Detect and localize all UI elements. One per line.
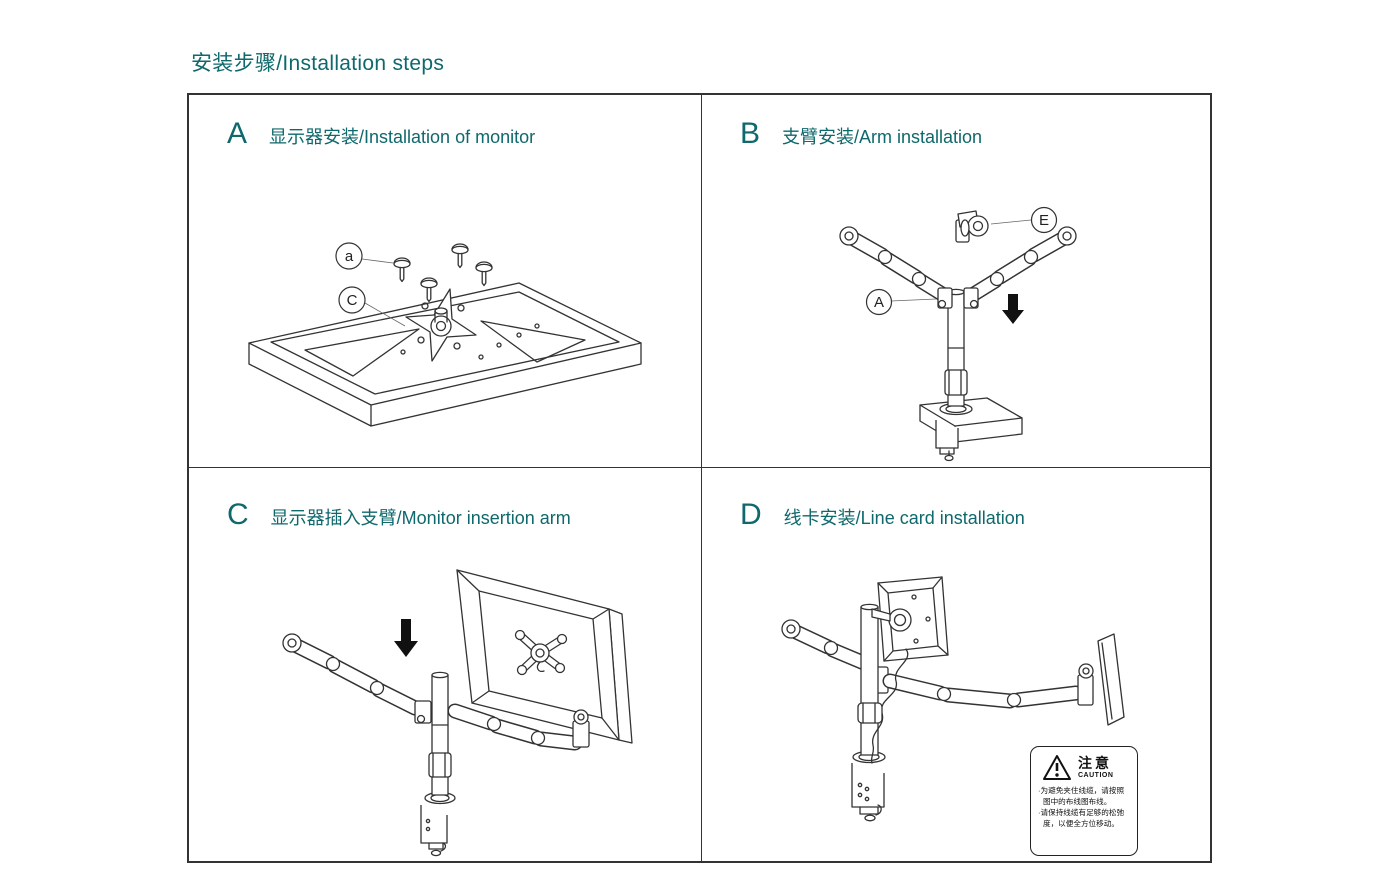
desk-clamp	[851, 763, 885, 822]
caution-bullet-1: ·为避免夹住线缆，请按照图中的布线图布线。	[1038, 786, 1125, 806]
center-monitor	[877, 576, 949, 662]
thumbscrew	[393, 257, 411, 283]
thumbscrew	[420, 277, 438, 303]
page-title: 安装步骤/Installation steps	[191, 52, 445, 75]
part-label-a: a	[345, 248, 354, 265]
panel-a: A 显示器安装/Installation of monitor	[189, 95, 702, 468]
left-arm	[839, 226, 953, 309]
desk-clamp	[420, 805, 448, 857]
part-label-arm: A	[874, 294, 884, 311]
part-label-arm-circle	[865, 288, 893, 316]
panel-a-illustration-monitor-back: a C	[248, 242, 642, 427]
panel-b-title: 支臂安装/Arm installation	[782, 127, 983, 147]
monitor-back	[456, 569, 633, 744]
panel-c-title: 显示器插入支臂/Monitor insertion arm	[270, 508, 571, 528]
panel-d: D 线卡安装/Line card installation	[702, 468, 1210, 861]
panel-b-illustration-arm-install: A E	[839, 206, 1077, 462]
panel-b-letter: B	[740, 117, 761, 150]
monitor-head	[955, 210, 989, 243]
right-arm	[963, 226, 1077, 309]
part-label-c: C	[347, 292, 358, 309]
part-label-head-circle	[1030, 206, 1058, 234]
panel-c-header: C 显示器插入支臂/Monitor insertion arm	[227, 498, 571, 532]
caution-bullet-2: ·请保持线缆有足够的松弛度，以便全方位移动。	[1038, 808, 1125, 828]
panel-c-letter: C	[227, 498, 249, 531]
panel-b-header: B 支臂安装/Arm installation	[740, 117, 982, 151]
side-monitor	[1097, 633, 1125, 726]
right-arm	[873, 663, 1094, 709]
panel-d-header: D 线卡安装/Line card installation	[740, 498, 1025, 532]
part-label-a-circle	[335, 242, 363, 270]
steps-grid: A 显示器安装/Installation of monitor	[187, 93, 1212, 863]
panel-d-illustration-cable-routing	[781, 576, 1125, 822]
panel-a-header: A 显示器安装/Installation of monitor	[227, 117, 535, 151]
caution-header: 注意 CAUTION	[1042, 754, 1131, 781]
thumbscrew	[451, 243, 469, 269]
panel-d-title: 线卡安装/Line card installation	[783, 508, 1025, 528]
panel-c-illustration-monitor-insertion	[282, 569, 633, 857]
part-label-c-circle	[338, 286, 366, 314]
part-label-head: E	[1039, 212, 1049, 229]
pole	[424, 671, 456, 805]
caution-text: ·为避免夹住线缆，请按照图中的布线图布线。 ·请保持线缆有足够的松弛度，以便全方…	[1038, 786, 1131, 830]
panel-a-title: 显示器安装/Installation of monitor	[269, 127, 536, 147]
cable-clip	[857, 702, 883, 724]
right-arm	[447, 703, 590, 751]
panel-b: B 支臂安装/Arm installation	[702, 95, 1210, 468]
arrow-down-icon	[394, 619, 418, 657]
caution-title-en: CAUTION	[1078, 772, 1114, 779]
panel-a-letter: A	[227, 117, 248, 150]
warning-icon	[1043, 755, 1071, 780]
arrow-down-icon	[1002, 294, 1024, 324]
caution-title-zh: 注意	[1078, 755, 1112, 771]
left-arm	[282, 633, 432, 724]
panel-d-letter: D	[740, 498, 762, 531]
thumbscrew	[475, 261, 493, 287]
left-arm	[781, 619, 872, 671]
panel-c: C 显示器插入支臂/Monitor insertion arm	[189, 468, 702, 861]
caution-box: 注意 CAUTION ·为避免夹住线缆，请按照图中的布线图布线。 ·请保持线缆有…	[1030, 746, 1138, 856]
